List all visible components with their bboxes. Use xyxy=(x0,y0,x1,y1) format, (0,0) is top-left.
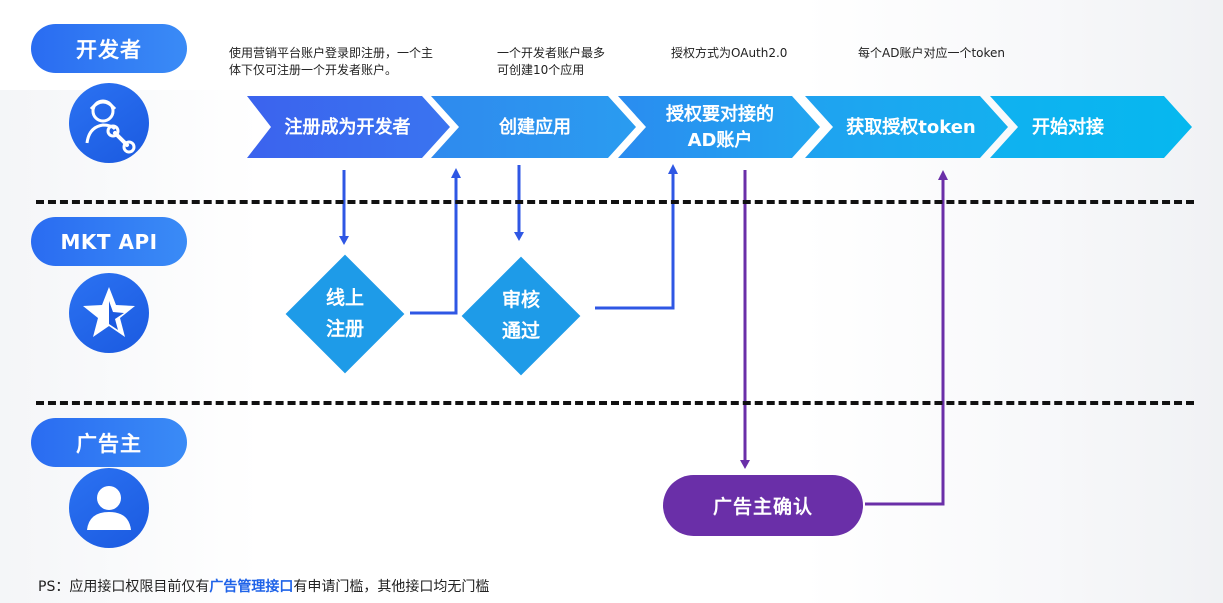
note-register-line1: 使用营销平台账户登录即注册，一个主 xyxy=(229,46,434,60)
star-icon xyxy=(69,273,149,353)
online-register-line1: 线上 xyxy=(325,287,364,309)
step-start-label: 开始对接 xyxy=(1032,116,1104,138)
step-create-app: 创建应用 xyxy=(455,96,615,159)
step-create-app-label: 创建应用 xyxy=(499,116,571,138)
review-line2: 通过 xyxy=(501,320,540,342)
role-developer-label: 开发者 xyxy=(31,24,187,73)
chevron-authorize xyxy=(618,96,820,158)
chevron-start xyxy=(990,96,1192,158)
footer-prefix: PS：应用接口权限目前仅有 xyxy=(38,579,210,595)
lane-divider-1 xyxy=(36,200,1194,204)
footer-suffix: 有申请门槛，其他接口均无门槛 xyxy=(293,579,490,595)
decision-review-passed: 审核 通过 xyxy=(461,256,581,376)
note-register-line2: 体下仅可注册一个开发者账户。 xyxy=(229,63,398,77)
footer-highlight: 广告管理接口 xyxy=(209,579,294,595)
step-start: 开始对接 xyxy=(1008,96,1128,159)
step-authorize-line2: AD账户 xyxy=(687,129,753,151)
advertiser-confirm: 广告主确认 xyxy=(663,475,863,536)
engineer-with-wrench-icon xyxy=(69,83,149,163)
decision-online-register: 线上 注册 xyxy=(285,254,405,374)
step-get-token-label: 获取授权token xyxy=(846,116,976,138)
role-advertiser-label: 广告主 xyxy=(31,418,187,467)
note-oauth: 授权方式为OAuth2.0 xyxy=(671,46,788,60)
step-register-label: 注册成为开发者 xyxy=(284,116,411,138)
online-register-line2: 注册 xyxy=(325,318,364,340)
review-line1: 审核 xyxy=(501,289,540,311)
role-mkt-api-label: MKT API xyxy=(31,217,187,266)
chevron-create-app xyxy=(431,96,636,158)
note-create-app-line1: 一个开发者账户最多 xyxy=(497,46,606,60)
lane-divider-2 xyxy=(36,401,1194,405)
note-create-app-line2: 可创建10个应用 xyxy=(497,63,585,77)
step-authorize-line1: 授权要对接的 xyxy=(666,103,774,125)
note-token: 每个AD账户对应一个token xyxy=(858,46,1006,60)
footer-note: PS：应用接口权限目前仅有广告管理接口有申请门槛，其他接口均无门槛 xyxy=(38,576,489,596)
step-authorize: 授权要对接的 AD账户 xyxy=(640,96,800,159)
note-create-app: 一个开发者账户最多 可创建10个应用 xyxy=(497,45,605,79)
step-register: 注册成为开发者 xyxy=(265,96,430,159)
chevron-register xyxy=(247,96,450,158)
user-icon xyxy=(69,468,149,548)
note-register: 使用营销平台账户登录即注册，一个主 体下仅可注册一个开发者账户。 xyxy=(229,45,433,79)
step-get-token: 获取授权token xyxy=(826,96,996,159)
chevron-get-token xyxy=(805,96,1008,158)
